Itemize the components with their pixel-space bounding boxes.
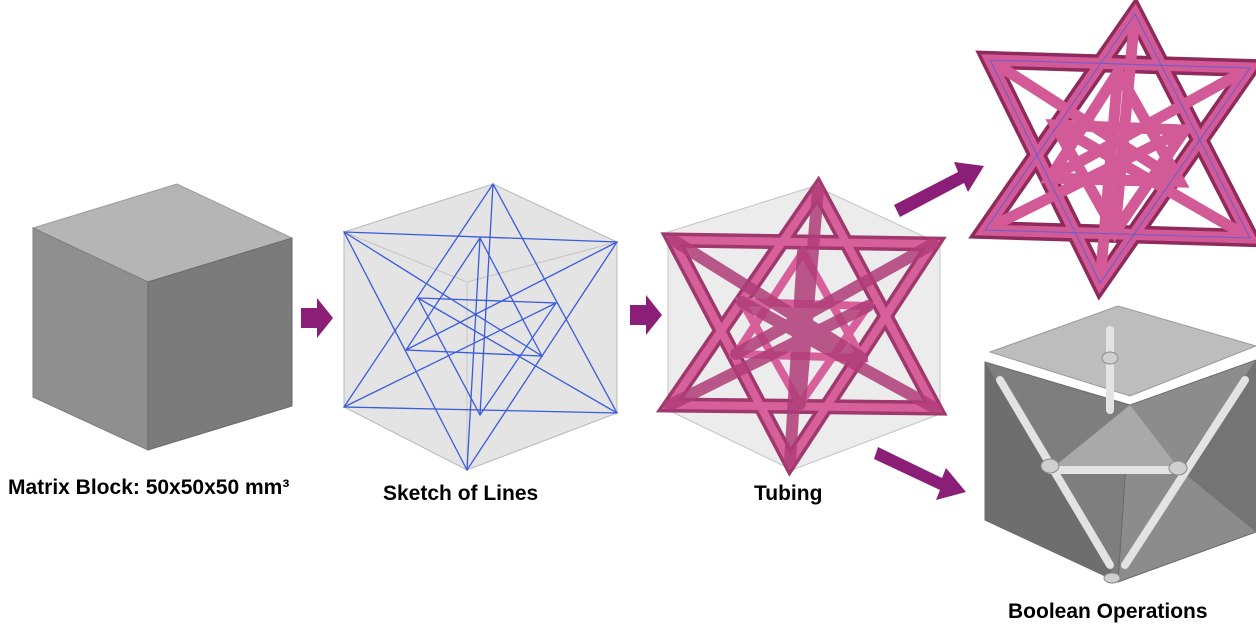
carved-facet	[985, 362, 1118, 582]
matrix-block-cube	[31, 183, 294, 451]
carved-facet	[1050, 405, 1180, 470]
sketch-wireframe-cube	[342, 182, 619, 472]
arrow-right-icon	[894, 162, 984, 217]
caption-matrix-block: Matrix Block: 50x50x50 mm³	[8, 476, 290, 499]
arrow-right-icon	[301, 298, 333, 338]
lattice-result	[968, 0, 1256, 301]
caption-boolean-operations: Boolean Operations	[1008, 600, 1208, 623]
ghost-cube-outline	[343, 183, 618, 471]
caption-sketch-of-lines: Sketch of Lines	[383, 482, 539, 505]
carved-facet	[1180, 360, 1256, 532]
sketch-lines	[342, 182, 619, 472]
arrow-right-icon	[630, 295, 662, 335]
tube-inner-struts	[664, 184, 941, 468]
caption-tubing: Tubing	[754, 482, 823, 505]
carved-cube-top	[988, 305, 1256, 397]
boolean-result	[984, 305, 1256, 584]
arrow-right-icon	[874, 447, 966, 500]
cube-right-face	[147, 237, 293, 451]
channel-holes	[1040, 351, 1188, 584]
tubing-lattice	[655, 175, 948, 477]
